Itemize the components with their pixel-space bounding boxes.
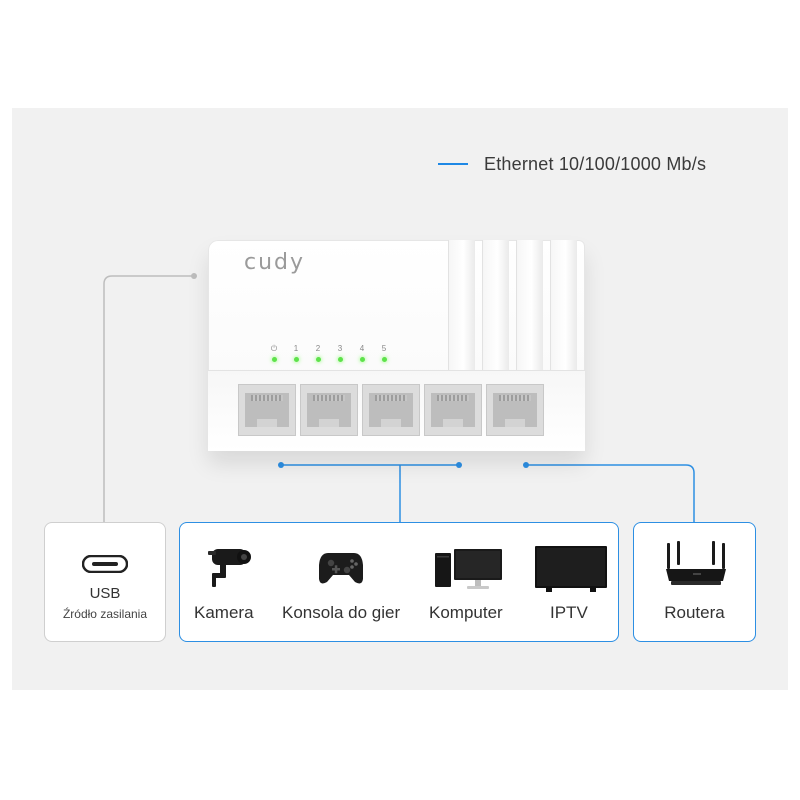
router-icon (666, 541, 726, 585)
rj45-port (362, 384, 420, 436)
ethernet-dot-mid (456, 462, 462, 468)
usb-title: USB (89, 585, 121, 602)
router-box: Routera (633, 522, 756, 642)
network-switch: cudy ⏻ 1 2 3 4 5 (208, 240, 585, 451)
led-light (359, 357, 365, 362)
ethernet-dot-right (523, 462, 529, 468)
led-power: ⏻ (263, 344, 285, 362)
gamepad-icon (319, 553, 363, 584)
usb-c-icon (82, 555, 128, 573)
router-label: Routera (664, 603, 725, 622)
device-label-iptv: IPTV (550, 603, 588, 622)
ethernet-ports (238, 384, 548, 436)
legend: Ethernet 10/100/1000 Mb/s (438, 152, 706, 176)
led-port: 4 (351, 344, 373, 362)
brand-logo: cudy (244, 250, 306, 275)
power-line-dot (191, 273, 197, 279)
camera-icon (208, 549, 251, 587)
led-port: 3 (329, 344, 351, 362)
rj45-port (238, 384, 296, 436)
led-label: 5 (381, 344, 387, 353)
rj45-port (300, 384, 358, 436)
legend-text: Ethernet 10/100/1000 Mb/s (484, 153, 707, 174)
ethernet-line-devices (281, 464, 459, 522)
rj45-port (486, 384, 544, 436)
led-light (293, 357, 299, 362)
led-light (337, 357, 343, 362)
device-label-camera: Kamera (194, 603, 254, 622)
led-light (315, 357, 321, 362)
led-label: 3 (337, 344, 343, 353)
tv-icon (535, 546, 607, 592)
usb-labels: USB Źródło zasilania (45, 585, 165, 621)
led-port: 1 (285, 344, 307, 362)
led-light (271, 357, 277, 362)
switch-fin (550, 240, 577, 370)
led-label: 2 (315, 344, 321, 353)
usb-power-box: USB Źródło zasilania (44, 522, 166, 642)
led-port: 5 (373, 344, 395, 362)
led-port: 2 (307, 344, 329, 362)
computer-icon (435, 549, 502, 589)
ethernet-devices-box: Kamera Konsola do gier Komputer IPTV (179, 522, 619, 642)
rj45-port (424, 384, 482, 436)
led-light (381, 357, 387, 362)
led-indicators: ⏻ 1 2 3 4 5 (263, 344, 395, 362)
ethernet-line-router (526, 464, 695, 522)
led-label: 4 (359, 344, 365, 353)
ethernet-dot-left (278, 462, 284, 468)
usb-subtitle: Źródło zasilania (62, 607, 148, 621)
device-label-computer: Komputer (429, 603, 503, 622)
ethernet-line-swatch (438, 163, 468, 165)
power-line (103, 275, 194, 522)
switch-fin (516, 240, 543, 370)
device-label-console: Konsola do gier (282, 603, 401, 622)
switch-fin (482, 240, 509, 370)
led-label: ⏻ (270, 344, 278, 353)
led-label: 1 (293, 344, 299, 353)
switch-fin (448, 240, 475, 370)
